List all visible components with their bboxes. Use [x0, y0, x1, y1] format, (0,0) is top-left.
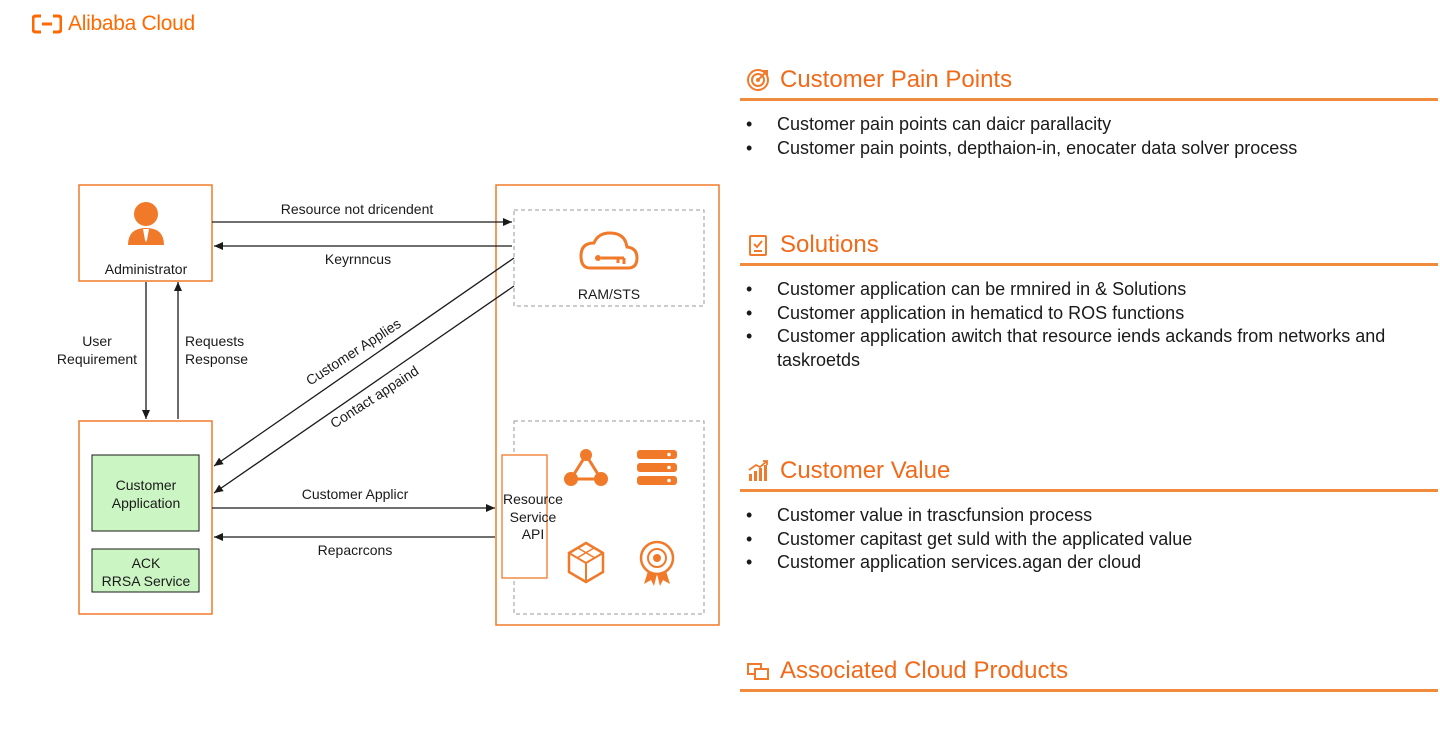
server-stack-icon [637, 450, 677, 485]
customer-value-section: Customer Value Customer value in trascfu… [740, 453, 1438, 575]
solutions-section: Solutions Customer application can be rm… [740, 227, 1438, 372]
checklist-icon [749, 235, 767, 256]
cloud-provider-group: RAM/STS Resource Service API [495, 184, 720, 626]
list-item: Customer application can be rmnired in &… [740, 278, 1438, 302]
customer-value-list: Customer value in trascfunsion process C… [740, 492, 1438, 575]
list-item: Customer application in hematicd to ROS … [740, 302, 1438, 326]
brand-name: Alibaba Cloud [68, 12, 195, 35]
administrator-icon [128, 202, 164, 245]
pain-points-title: Customer Pain Points [780, 66, 1013, 93]
response-label: Response [185, 351, 248, 367]
solutions-list: Customer application can be rmnired in &… [740, 266, 1438, 372]
list-item: Customer pain points, depthaion-in, enoc… [740, 137, 1438, 161]
administrator-node: Administrator [78, 184, 213, 282]
cube-container-icon [567, 541, 605, 584]
contact-arrow-label: Contact appaind [327, 362, 421, 431]
requests-label: Requests [185, 333, 244, 349]
customer-application-label-2: Application [112, 495, 181, 511]
list-item: Customer application awitch that resourc… [740, 325, 1438, 372]
brand-logo: Alibaba Cloud [32, 10, 195, 38]
administrator-label: Administrator [105, 261, 188, 277]
resource-label: Resource [503, 491, 563, 507]
ack-label: ACK [132, 555, 161, 571]
alibaba-cloud-logo-icon [32, 14, 62, 34]
customer-application-label-1: Customer [116, 477, 177, 493]
target-icon [747, 69, 769, 91]
customer-application-node: Customer Application [91, 454, 200, 532]
ack-rrsa-node: ACK RRSA Service [91, 548, 200, 593]
customer-side-group: Customer Application ACK RRSA Service [78, 420, 213, 615]
customer-value-header: Customer Value [740, 453, 1438, 492]
customer-value-title: Customer Value [780, 457, 951, 484]
rrsa-service-label: RRSA Service [102, 573, 191, 589]
resource-service-api-node: Resource Service API [501, 454, 563, 579]
associated-products-title: Associated Cloud Products [780, 657, 1069, 684]
associated-products-section: Associated Cloud Products [740, 653, 1438, 692]
api-label: API [522, 526, 545, 542]
ram-sts-label: RAM/STS [578, 286, 640, 302]
contact-arrow [213, 285, 515, 494]
service-label: Service [510, 509, 557, 525]
growth-chart-icon [748, 460, 768, 481]
list-item: Customer pain points can daicr parallaci… [740, 113, 1438, 137]
cloud-key-icon [579, 231, 639, 270]
windows-icon [747, 663, 769, 680]
solutions-title: Solutions [780, 231, 879, 258]
user-requirement-label-1: User [82, 333, 112, 349]
pain-points-section: Customer Pain Points Customer pain point… [740, 62, 1438, 160]
repacrcons-arrow-label: Repacrcons [318, 542, 393, 558]
cloud-services-panel: Resource Service API [501, 420, 705, 615]
list-item: Customer capitast get suld with the appl… [740, 528, 1438, 552]
customer-applies-arrow [213, 257, 515, 467]
ram-sts-node: RAM/STS [513, 209, 705, 307]
user-requirement-label-2: Requirement [57, 351, 137, 367]
network-nodes-icon [564, 449, 608, 486]
keyrnncus-arrow-label: Keyrnncus [325, 251, 391, 267]
architecture-diagram: Administrator User Requirement Requests … [57, 184, 720, 626]
pain-points-list: Customer pain points can daicr parallaci… [740, 101, 1438, 160]
resource-arrow-label: Resource not dricendent [281, 201, 434, 217]
certificate-badge-icon [639, 540, 675, 586]
associated-products-header: Associated Cloud Products [740, 653, 1438, 692]
solutions-header: Solutions [740, 227, 1438, 266]
customer-applicr-arrow-label: Customer Applicr [302, 486, 409, 502]
list-item: Customer application services.agan der c… [740, 551, 1438, 575]
list-item: Customer value in trascfunsion process [740, 504, 1438, 528]
pain-points-header: Customer Pain Points [740, 62, 1438, 101]
